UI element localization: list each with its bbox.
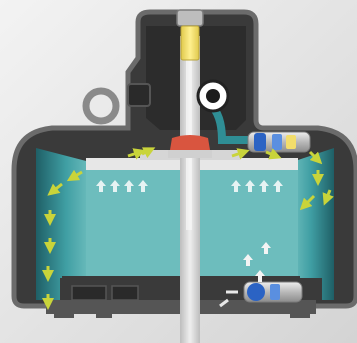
upper-actuator <box>248 132 310 152</box>
lower-actuator <box>244 282 302 302</box>
top-nozzle <box>177 10 203 60</box>
red-valve-seat <box>168 135 212 158</box>
eye-indicator <box>198 81 228 111</box>
